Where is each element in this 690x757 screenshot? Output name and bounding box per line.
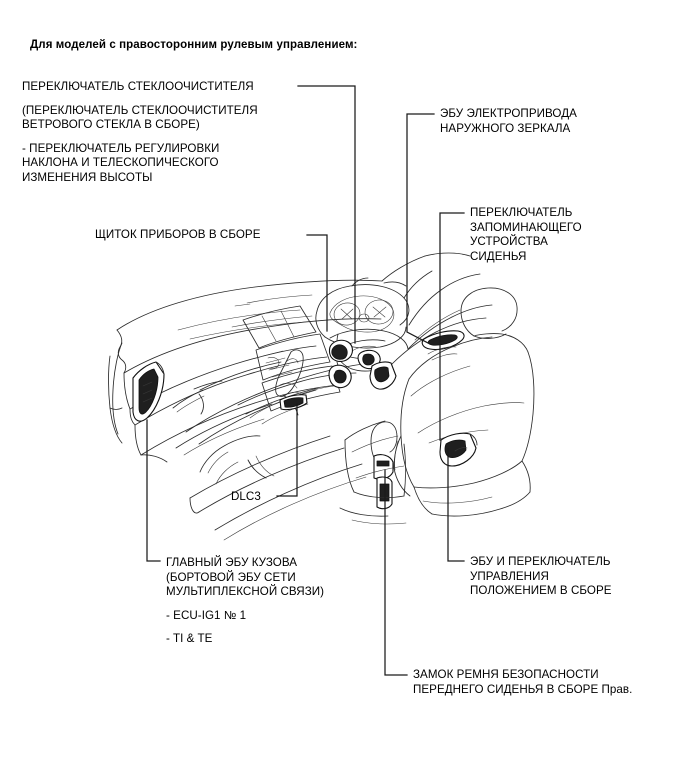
leader-dlc3 <box>277 404 297 496</box>
callout-main-body-ecu: ГЛАВНЫЙ ЭБУ КУЗОВА (БОРТОВОЙ ЭБУ СЕТИ МУ… <box>166 556 416 647</box>
callout-wiper-switch: ПЕРЕКЛЮЧАТЕЛЬ СТЕКЛООЧИСТИТЕЛЯ (ПЕРЕКЛЮЧ… <box>22 80 322 186</box>
mirror-ecu-line-1: ЭБУ ЭЛЕКТРОПРИВОДА <box>440 107 577 120</box>
wiper-line-5: НАКЛОНА И ТЕЛЕСКОПИЧЕСКОГО <box>22 156 219 170</box>
callout-seat-memory-switch: ПЕРЕКЛЮЧАТЕЛЬ ЗАПОМИНАЮЩЕГО УСТРОЙСТВА С… <box>470 206 680 264</box>
wiper-line-3: ВЕТРОВОГО СТЕКЛА В СБОРЕ) <box>22 118 200 132</box>
switch-parts-group <box>133 331 477 466</box>
seat-memory-line-2: ЗАПОМИНАЮЩЕГО <box>470 220 582 234</box>
dashboard-group <box>109 280 383 484</box>
front-seat-group <box>394 288 534 516</box>
page-title: Для моделей с правосторонним рулевым упр… <box>30 39 358 51</box>
combination-meter-label: ЩИТОК ПРИБОРОВ В СБОРЕ <box>95 228 261 241</box>
wiper-line-2: (ПЕРЕКЛЮЧАТЕЛЬ СТЕКЛООЧИСТИТЕЛЯ <box>22 103 258 117</box>
seat-memory-line-1: ПЕРЕКЛЮЧАТЕЛЬ <box>470 206 573 219</box>
leader-position-control-ecu <box>448 449 464 561</box>
seat-belt-line-1: ЗАМОК РЕМНЯ БЕЗОПАСНОСТИ <box>413 668 599 681</box>
wiper-line-4: - ПЕРЕКЛЮЧАТЕЛЬ РЕГУЛИРОВКИ <box>22 141 220 155</box>
leader-seat-memory-switch <box>440 213 464 440</box>
body-ecu-line-2: (БОРТОВОЙ ЭБУ СЕТИ <box>166 570 296 584</box>
spacer <box>166 623 416 632</box>
seat-belt-line-2: ПЕРЕДНЕГО СИДЕНЬЯ В СБОРЕ <box>413 682 599 696</box>
leader-wiper-switch <box>298 86 355 343</box>
position-ecu-line-1: ЭБУ И ПЕРЕКЛЮЧАТЕЛЬ <box>470 555 611 568</box>
seat-base-and-belt-group <box>190 421 406 540</box>
seat-belt-line-2-suffix: Прав. <box>601 682 633 696</box>
leader-mirror-ecu <box>407 114 434 344</box>
seat-belt-line-2-wrap: ПЕРЕДНЕГО СИДЕНЬЯ В СБОРЕ Прав. <box>413 683 688 698</box>
body-ecu-line-3: МУЛЬТИПЛЕКСНОЙ СВЯЗИ) <box>166 585 325 599</box>
body-ecu-line-1: ГЛАВНЫЙ ЭБУ КУЗОВА <box>166 556 298 569</box>
leader-combination-meter <box>307 235 327 331</box>
seat-memory-line-3: УСТРОЙСТВА <box>470 235 548 249</box>
callout-mirror-ecu: ЭБУ ЭЛЕКТРОПРИВОДА НАРУЖНОГО ЗЕРКАЛА <box>440 107 680 136</box>
spacer <box>166 600 416 609</box>
body-ecu-line-4: - ECU-IG1 № 1 <box>166 608 247 622</box>
position-ecu-line-2: УПРАВЛЕНИЯ <box>470 569 549 583</box>
leader-seat-belt-buckle <box>385 470 407 675</box>
spacer <box>22 133 322 142</box>
spacer <box>22 95 322 104</box>
callout-combination-meter: ЩИТОК ПРИБОРОВ В СБОРЕ <box>95 228 325 243</box>
position-ecu-line-3: ПОЛОЖЕНИЕМ В СБОРЕ <box>470 584 612 598</box>
wiper-line-6: ИЗМЕНЕНИЯ ВЫСОТЫ <box>22 170 153 184</box>
dlc3-label: DLC3 <box>231 490 261 503</box>
seat-memory-line-4: СИДЕНЬЯ <box>470 249 527 263</box>
callout-position-control-ecu: ЭБУ И ПЕРЕКЛЮЧАТЕЛЬ УПРАВЛЕНИЯ ПОЛОЖЕНИЕ… <box>470 555 685 599</box>
body-ecu-line-5: - TI & TE <box>166 632 213 646</box>
callout-seat-belt-buckle: ЗАМОК РЕМНЯ БЕЗОПАСНОСТИ ПЕРЕДНЕГО СИДЕН… <box>413 668 688 697</box>
callout-dlc3: DLC3 <box>231 490 291 505</box>
mirror-ecu-line-2: НАРУЖНОГО ЗЕРКАЛА <box>440 121 571 135</box>
leader-main-body-ecu <box>147 420 160 561</box>
wiper-line-1: ПЕРЕКЛЮЧАТЕЛЬ СТЕКЛООЧИСТИТЕЛЯ <box>22 80 254 93</box>
